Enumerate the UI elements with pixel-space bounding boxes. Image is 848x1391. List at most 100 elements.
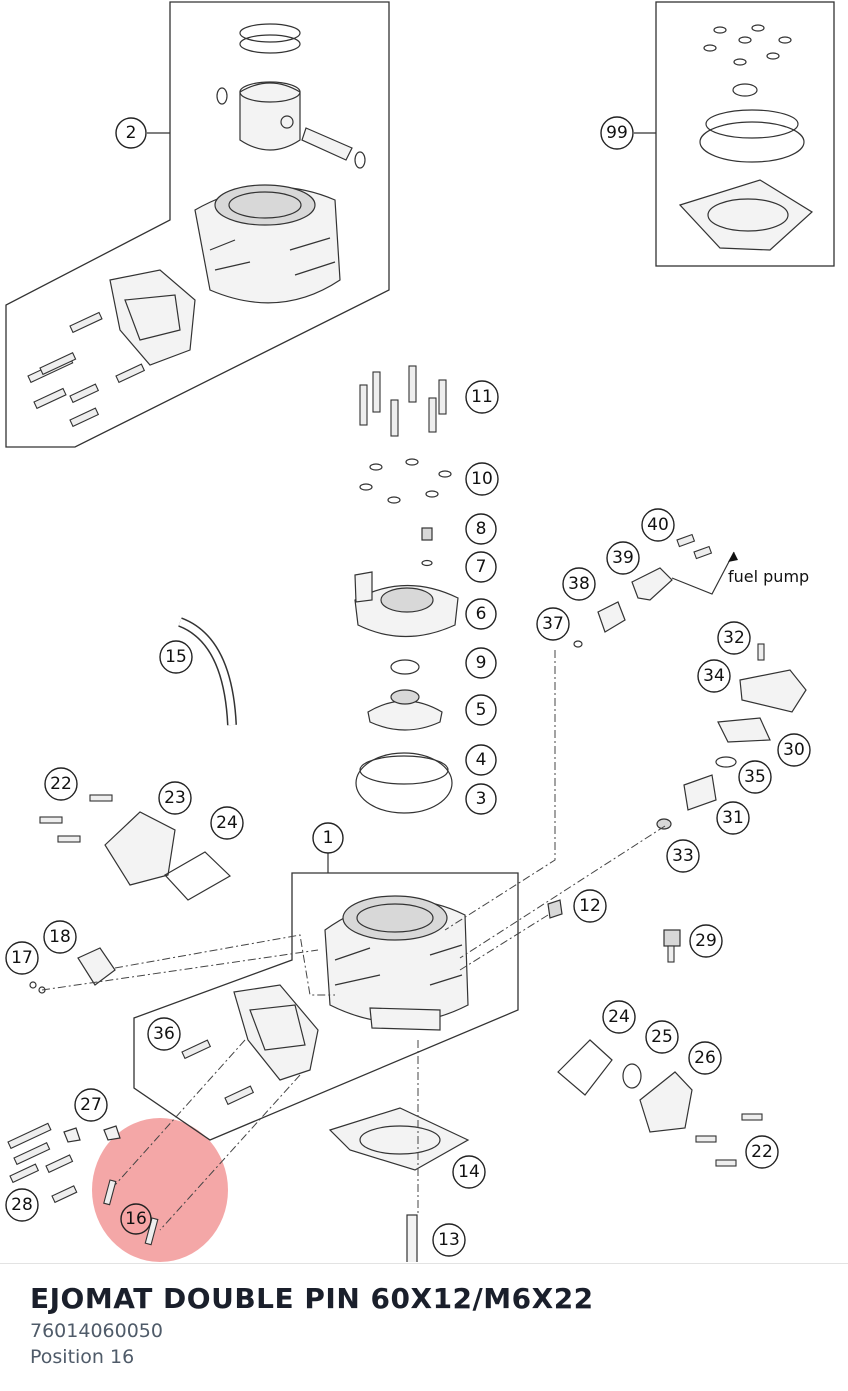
svg-text:11: 11: [471, 387, 493, 407]
callout-36[interactable]: 36: [147, 1017, 181, 1051]
callout-34[interactable]: 34: [697, 659, 731, 693]
callout-24-right[interactable]: 24: [602, 1000, 636, 1034]
part-title: EJOMAT DOUBLE PIN 60X12/M6X22: [30, 1282, 594, 1315]
callout-22-top[interactable]: 22: [44, 767, 78, 801]
kit-frame-99: [655, 1, 835, 267]
svg-text:26: 26: [694, 1048, 716, 1068]
callout-27[interactable]: 27: [74, 1088, 108, 1122]
callout-9[interactable]: 9: [465, 647, 497, 679]
callout-5[interactable]: 5: [465, 694, 497, 726]
svg-text:25: 25: [651, 1027, 673, 1047]
callout-99[interactable]: 99: [600, 116, 634, 150]
assembly-lines: [41, 650, 666, 1231]
svg-text:37: 37: [542, 614, 564, 634]
insert-5: [367, 689, 443, 731]
callout-17[interactable]: 17: [5, 941, 39, 975]
svg-text:14: 14: [458, 1162, 480, 1182]
svg-text:4: 4: [476, 750, 487, 770]
bolts-36: [181, 1039, 255, 1106]
callout-2[interactable]: 2: [115, 117, 147, 149]
part-info-panel: EJOMAT DOUBLE PIN 60X12/M6X22 7601406005…: [0, 1263, 848, 1391]
clamp-bolts-27-28: [7, 1122, 121, 1204]
temp-sensor-29: [663, 929, 681, 963]
callout-4[interactable]: 4: [465, 744, 497, 776]
callout-1[interactable]: 1: [312, 822, 344, 854]
svg-text:31: 31: [722, 808, 744, 828]
callout-3[interactable]: 3: [465, 783, 497, 815]
gasket-set-99: [678, 24, 813, 251]
svg-text:6: 6: [476, 604, 487, 624]
callout-32[interactable]: 32: [717, 621, 751, 655]
callout-35[interactable]: 35: [738, 760, 772, 794]
callout-8[interactable]: 8: [465, 513, 497, 545]
part-number: 76014060050: [30, 1320, 163, 1342]
callout-29[interactable]: 29: [689, 924, 723, 958]
callout-37[interactable]: 37: [536, 607, 570, 641]
svg-text:5: 5: [476, 700, 487, 720]
callout-22-bottom[interactable]: 22: [745, 1135, 779, 1169]
callout-28[interactable]: 28: [5, 1188, 39, 1222]
svg-text:7: 7: [476, 557, 487, 577]
callout-12[interactable]: 12: [573, 889, 607, 923]
svg-text:2: 2: [126, 123, 137, 143]
svg-text:3: 3: [476, 789, 487, 809]
callout-10[interactable]: 10: [465, 462, 499, 496]
svg-text:36: 36: [153, 1024, 175, 1044]
callout-15[interactable]: 15: [159, 640, 193, 674]
callout-30[interactable]: 30: [777, 733, 811, 767]
callout-33[interactable]: 33: [666, 839, 700, 873]
svg-text:22: 22: [50, 774, 72, 794]
svg-text:18: 18: [49, 927, 71, 947]
svg-text:8: 8: [476, 519, 487, 539]
cover-group-left: [39, 794, 231, 901]
cylinder-main: [324, 895, 469, 1031]
svg-text:99: 99: [606, 123, 628, 143]
sensor-group-30-35: [656, 643, 807, 830]
svg-text:10: 10: [471, 469, 493, 489]
callout-7[interactable]: 7: [465, 551, 497, 583]
gasket-14: [328, 1107, 470, 1171]
callout-18[interactable]: 18: [43, 920, 77, 954]
injector-group: [573, 533, 738, 648]
svg-text:17: 17: [11, 948, 33, 968]
o-rings-3-4: [355, 752, 453, 814]
part-position: Position 16: [30, 1346, 135, 1368]
bolts-kit-2: [27, 311, 146, 428]
callout-23[interactable]: 23: [158, 781, 192, 815]
callout-40[interactable]: 40: [641, 508, 675, 542]
callout-14[interactable]: 14: [452, 1155, 486, 1189]
cover-group-right: [557, 1039, 763, 1167]
fuel-pump-label: fuel pump: [728, 567, 809, 586]
svg-text:23: 23: [164, 788, 186, 808]
callout-24-left[interactable]: 24: [210, 806, 244, 840]
callout-38[interactable]: 38: [562, 567, 596, 601]
svg-text:33: 33: [672, 846, 694, 866]
plug-8-seal-7: [421, 527, 433, 567]
callout-11[interactable]: 11: [465, 380, 499, 414]
svg-text:1: 1: [323, 828, 334, 848]
callout-25[interactable]: 25: [645, 1020, 679, 1054]
svg-text:29: 29: [695, 931, 717, 951]
svg-text:32: 32: [723, 628, 745, 648]
svg-text:39: 39: [612, 548, 634, 568]
o-ring-9: [390, 659, 420, 675]
callout-39[interactable]: 39: [606, 541, 640, 575]
kit-frame-2: [5, 1, 390, 448]
callout-26[interactable]: 26: [688, 1041, 722, 1075]
svg-text:40: 40: [647, 515, 669, 535]
callout-13[interactable]: 13: [432, 1223, 466, 1257]
svg-text:24: 24: [608, 1007, 630, 1027]
svg-text:27: 27: [80, 1095, 102, 1115]
callout-31[interactable]: 31: [716, 801, 750, 835]
washers-10: [359, 458, 452, 504]
callout-16[interactable]: 16: [120, 1203, 152, 1235]
callout-6[interactable]: 6: [465, 598, 497, 630]
svg-text:24: 24: [216, 813, 238, 833]
reed-block-top: [109, 269, 196, 366]
svg-text:38: 38: [568, 574, 590, 594]
nut-12: [547, 899, 563, 919]
svg-text:22: 22: [751, 1142, 773, 1162]
cylinder-top: [194, 184, 341, 304]
head-bolts-11: [359, 365, 447, 437]
svg-text:13: 13: [438, 1230, 460, 1250]
